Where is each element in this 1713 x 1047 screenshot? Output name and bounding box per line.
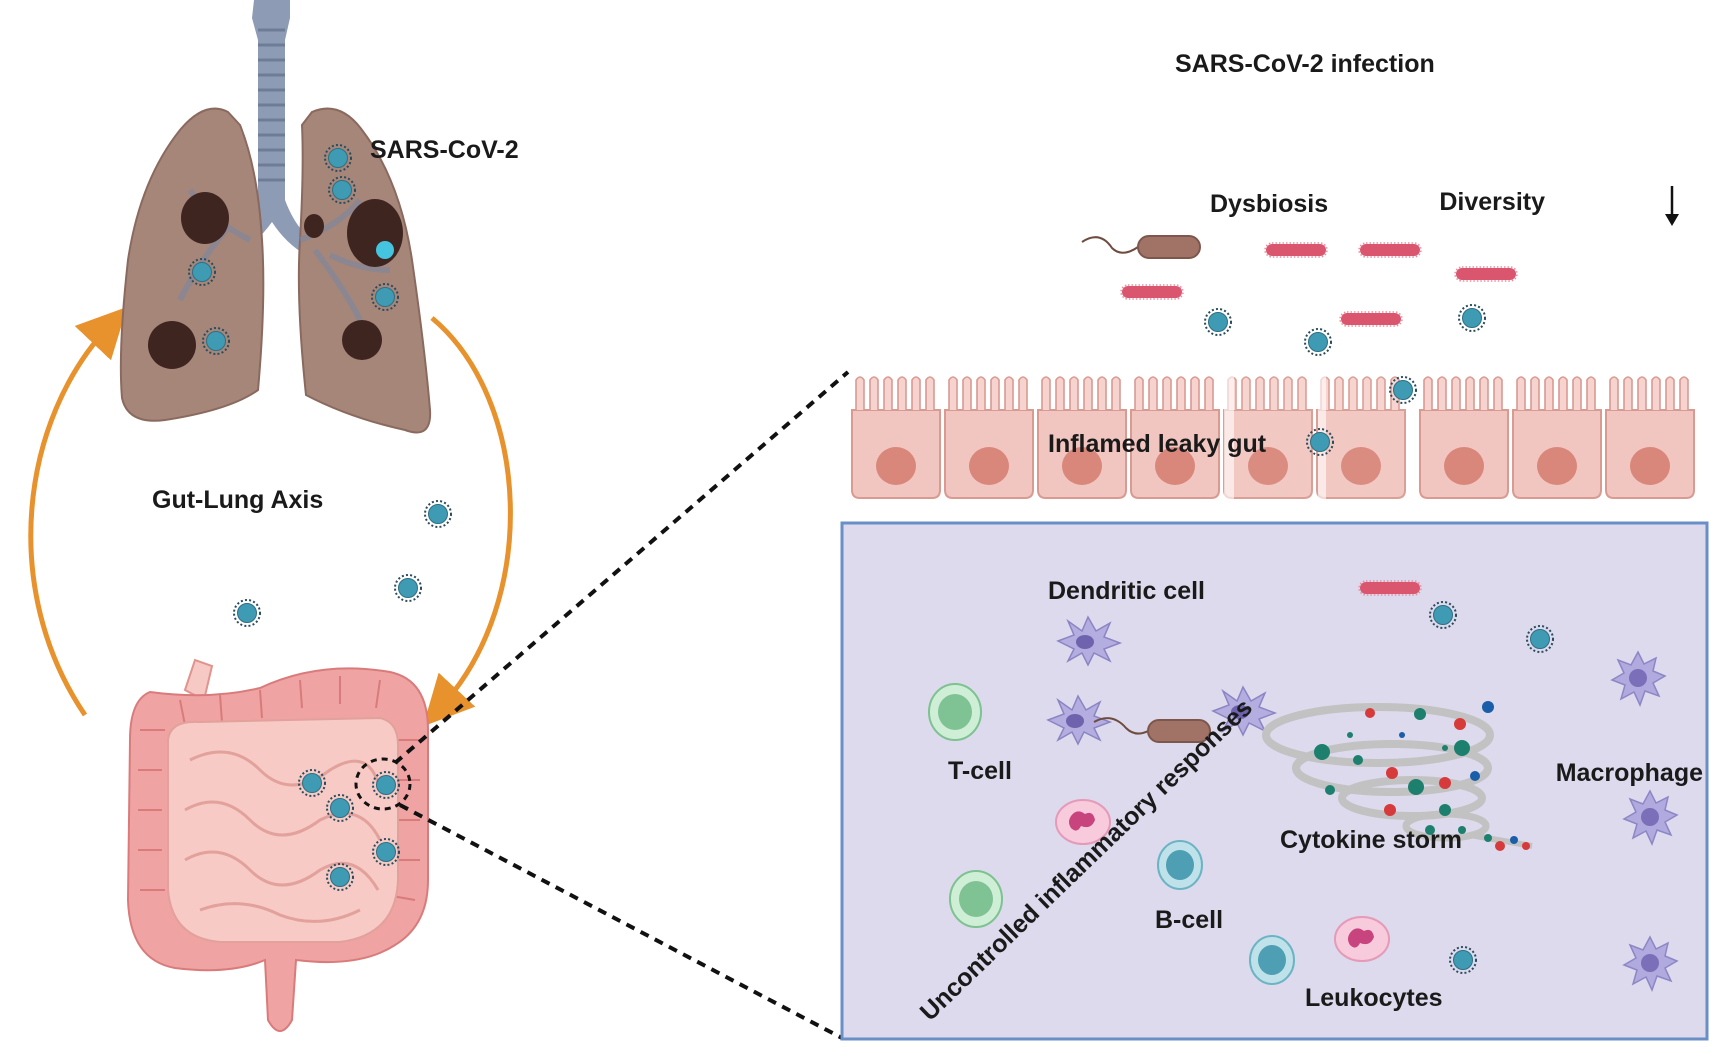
t-cell-icon bbox=[949, 870, 1003, 928]
cytokine-storm-label: Cytokine storm bbox=[1280, 826, 1462, 854]
bacteria-icon bbox=[1358, 580, 1422, 596]
t-cell-label: T-cell bbox=[948, 757, 1012, 785]
bacteria-icon bbox=[1454, 266, 1518, 282]
b-cell-icon bbox=[1157, 840, 1203, 890]
right-lung bbox=[297, 107, 432, 434]
lung-lesion bbox=[148, 321, 196, 369]
dendritic-cell-label: Dendritic cell bbox=[1048, 577, 1205, 605]
virus-icon bbox=[376, 241, 394, 259]
trachea bbox=[214, 0, 330, 262]
left-lung bbox=[119, 107, 265, 422]
b-cell-label: B-cell bbox=[1155, 906, 1223, 934]
zoom-circle bbox=[354, 757, 412, 811]
bacteria-icon bbox=[1264, 242, 1328, 258]
cytokine-storm-tornado bbox=[1262, 701, 1533, 851]
virus-icon bbox=[1204, 308, 1232, 336]
right-cycle-arrow bbox=[423, 316, 513, 727]
small-intestine-loops bbox=[184, 750, 382, 923]
infection-title: SARS-CoV-2 infection bbox=[1175, 50, 1435, 78]
epithelium-layer bbox=[851, 360, 1695, 500]
zoom-line-top bbox=[393, 370, 850, 765]
sars-cov-2-label: SARS-CoV-2 bbox=[370, 136, 519, 164]
bacteria-icon bbox=[1120, 284, 1184, 300]
bacteria-icon bbox=[1093, 717, 1211, 743]
colon-haustra bbox=[138, 676, 420, 901]
down-arrow-icon bbox=[1665, 186, 1679, 226]
leukocytes-label: Leukocytes bbox=[1305, 984, 1443, 1012]
lung-lesion bbox=[342, 320, 382, 360]
virus-icon bbox=[1458, 304, 1486, 332]
left-cycle-arrow bbox=[28, 306, 128, 717]
lungs-icon bbox=[119, 0, 432, 434]
virus-icon bbox=[1304, 328, 1332, 356]
bacteria-icon bbox=[1358, 242, 1422, 258]
zoom-line-bottom bbox=[399, 803, 843, 1040]
diversity-label: Diversity bbox=[1439, 188, 1545, 216]
leaky-gut-label: Inflamed leaky gut bbox=[1048, 430, 1267, 458]
gut-lung-axis-label: Gut-Lung Axis bbox=[152, 486, 323, 514]
leukocyte-icon bbox=[1334, 916, 1390, 962]
virus-icon bbox=[233, 599, 261, 627]
virus-icon bbox=[424, 500, 452, 528]
macrophage-label: Macrophage bbox=[1556, 759, 1703, 787]
lung-lesion bbox=[347, 199, 403, 267]
bacteria-icon bbox=[1339, 311, 1403, 327]
dysbiosis-label: Dysbiosis bbox=[1210, 190, 1328, 218]
b-cell-icon bbox=[1249, 935, 1295, 985]
virus-icon bbox=[1389, 376, 1417, 404]
virus-icon bbox=[394, 574, 422, 602]
lung-lesion bbox=[304, 214, 324, 238]
trachea-rings bbox=[258, 28, 285, 182]
t-cell-icon bbox=[928, 683, 982, 741]
bacteria-icon bbox=[1081, 235, 1201, 259]
intestine-icon bbox=[126, 658, 429, 1032]
gut-lung-axis-cycle bbox=[28, 306, 513, 727]
lung-lesion bbox=[181, 192, 229, 244]
